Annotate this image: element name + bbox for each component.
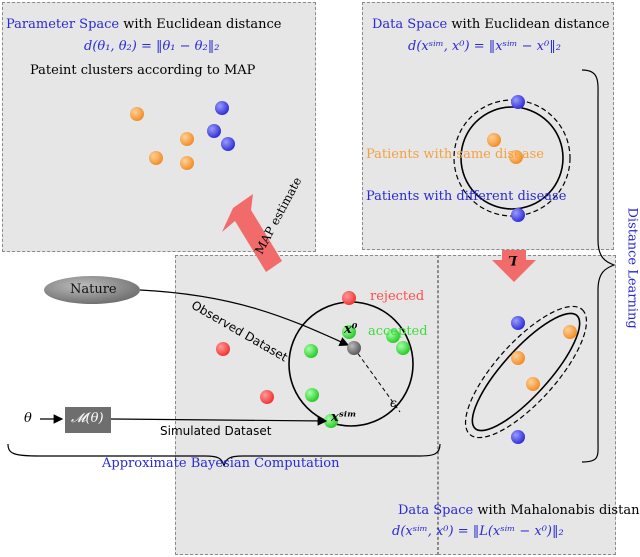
data-formula: d(xˢⁱᵐ, x⁰) = ‖xˢⁱᵐ − x⁰‖₂ — [408, 39, 561, 54]
orange-point — [180, 156, 194, 170]
abc-caption: Approximate Bayesian Computation — [102, 456, 340, 471]
different-disease-label: Patients with different disease — [366, 189, 567, 204]
mahalanobis-dashed-ellipse — [464, 305, 588, 439]
L-arrow — [492, 250, 536, 282]
accepted-point — [396, 341, 410, 355]
orange-point — [487, 133, 501, 147]
distance-learning-brace — [581, 69, 616, 463]
blue-point — [511, 316, 525, 330]
abc-brace — [7, 443, 441, 467]
abc-panel — [175, 255, 438, 555]
param-title: Parameter Space with Euclidean distance — [6, 17, 281, 32]
orange-point — [526, 377, 540, 391]
L-label: L — [508, 252, 518, 267]
rejected-point — [260, 390, 274, 404]
blue-point — [207, 124, 221, 138]
data-title-rest: with Euclidean distance — [447, 17, 610, 32]
simulated-dataset-arrow — [110, 416, 328, 426]
map-estimate-arrow — [222, 194, 282, 272]
mahal-title: Data Space with Mahalonabis distance — [398, 503, 640, 518]
blue-point — [511, 430, 525, 444]
accepted-point — [324, 414, 338, 428]
accepted-point — [304, 344, 318, 358]
param-title-highlight: Parameter Space — [6, 17, 120, 32]
orange-point — [511, 351, 525, 365]
orange-point — [130, 107, 144, 121]
accepted-point — [305, 388, 319, 402]
xsim-label: xˢⁱᵐ — [331, 410, 357, 425]
x0-label: x⁰ — [344, 322, 358, 337]
data-title-highlight: Data Space — [372, 17, 448, 32]
orange-point — [563, 325, 577, 339]
observed-point — [347, 341, 361, 355]
nature-label: Nature — [70, 282, 117, 297]
mahal-title-rest: with Mahalonabis distance — [473, 503, 640, 518]
blue-point — [215, 101, 229, 115]
model-label: 𝓜(θ) — [71, 411, 104, 426]
param-formula: d(θ₁, θ₂) = ‖θ₁ − θ₂‖₂ — [84, 39, 220, 54]
parameter-clusters — [130, 101, 235, 170]
orange-point — [149, 151, 163, 165]
accepted-label: accepted — [368, 324, 428, 339]
theta-label: θ — [24, 411, 32, 426]
same-disease-label: Patients with same disease — [366, 147, 544, 162]
mahal-title-highlight: Data Space — [398, 503, 474, 518]
mahalanobis-solid-ellipse — [471, 312, 581, 432]
solid-circle — [460, 106, 564, 210]
blue-point — [221, 137, 235, 151]
blue-point — [511, 208, 525, 222]
distance-learning-label: Distance Learning — [624, 207, 640, 329]
parameter-space-panel — [2, 2, 316, 252]
epsilon-label: ϵ — [390, 396, 397, 410]
orange-point — [180, 132, 194, 146]
observed-dataset-arrow — [139, 289, 350, 346]
rejected-point — [216, 342, 230, 356]
blue-point — [511, 95, 525, 109]
simulated-dataset-label: Simulated Dataset — [160, 424, 272, 438]
accepted-point — [342, 325, 356, 339]
rejected-point — [342, 291, 356, 305]
accepted-point — [386, 329, 400, 343]
orange-point — [509, 150, 523, 164]
data-title: Data Space with Euclidean distance — [372, 17, 610, 32]
model-box — [65, 407, 111, 433]
param-subtitle: Pateint clusters according to MAP — [30, 63, 256, 78]
epsilon-radius — [353, 347, 401, 413]
data-space-panel — [362, 2, 614, 250]
nature-node — [44, 276, 140, 304]
mahalanobis-panel — [438, 255, 616, 555]
param-title-rest: with Euclidean distance — [119, 17, 282, 32]
mahal-formula: d(xˢⁱᵐ, x⁰) = ‖L(xˢⁱᵐ − x⁰)‖₂ — [392, 524, 564, 539]
rejected-label: rejected — [370, 289, 425, 304]
